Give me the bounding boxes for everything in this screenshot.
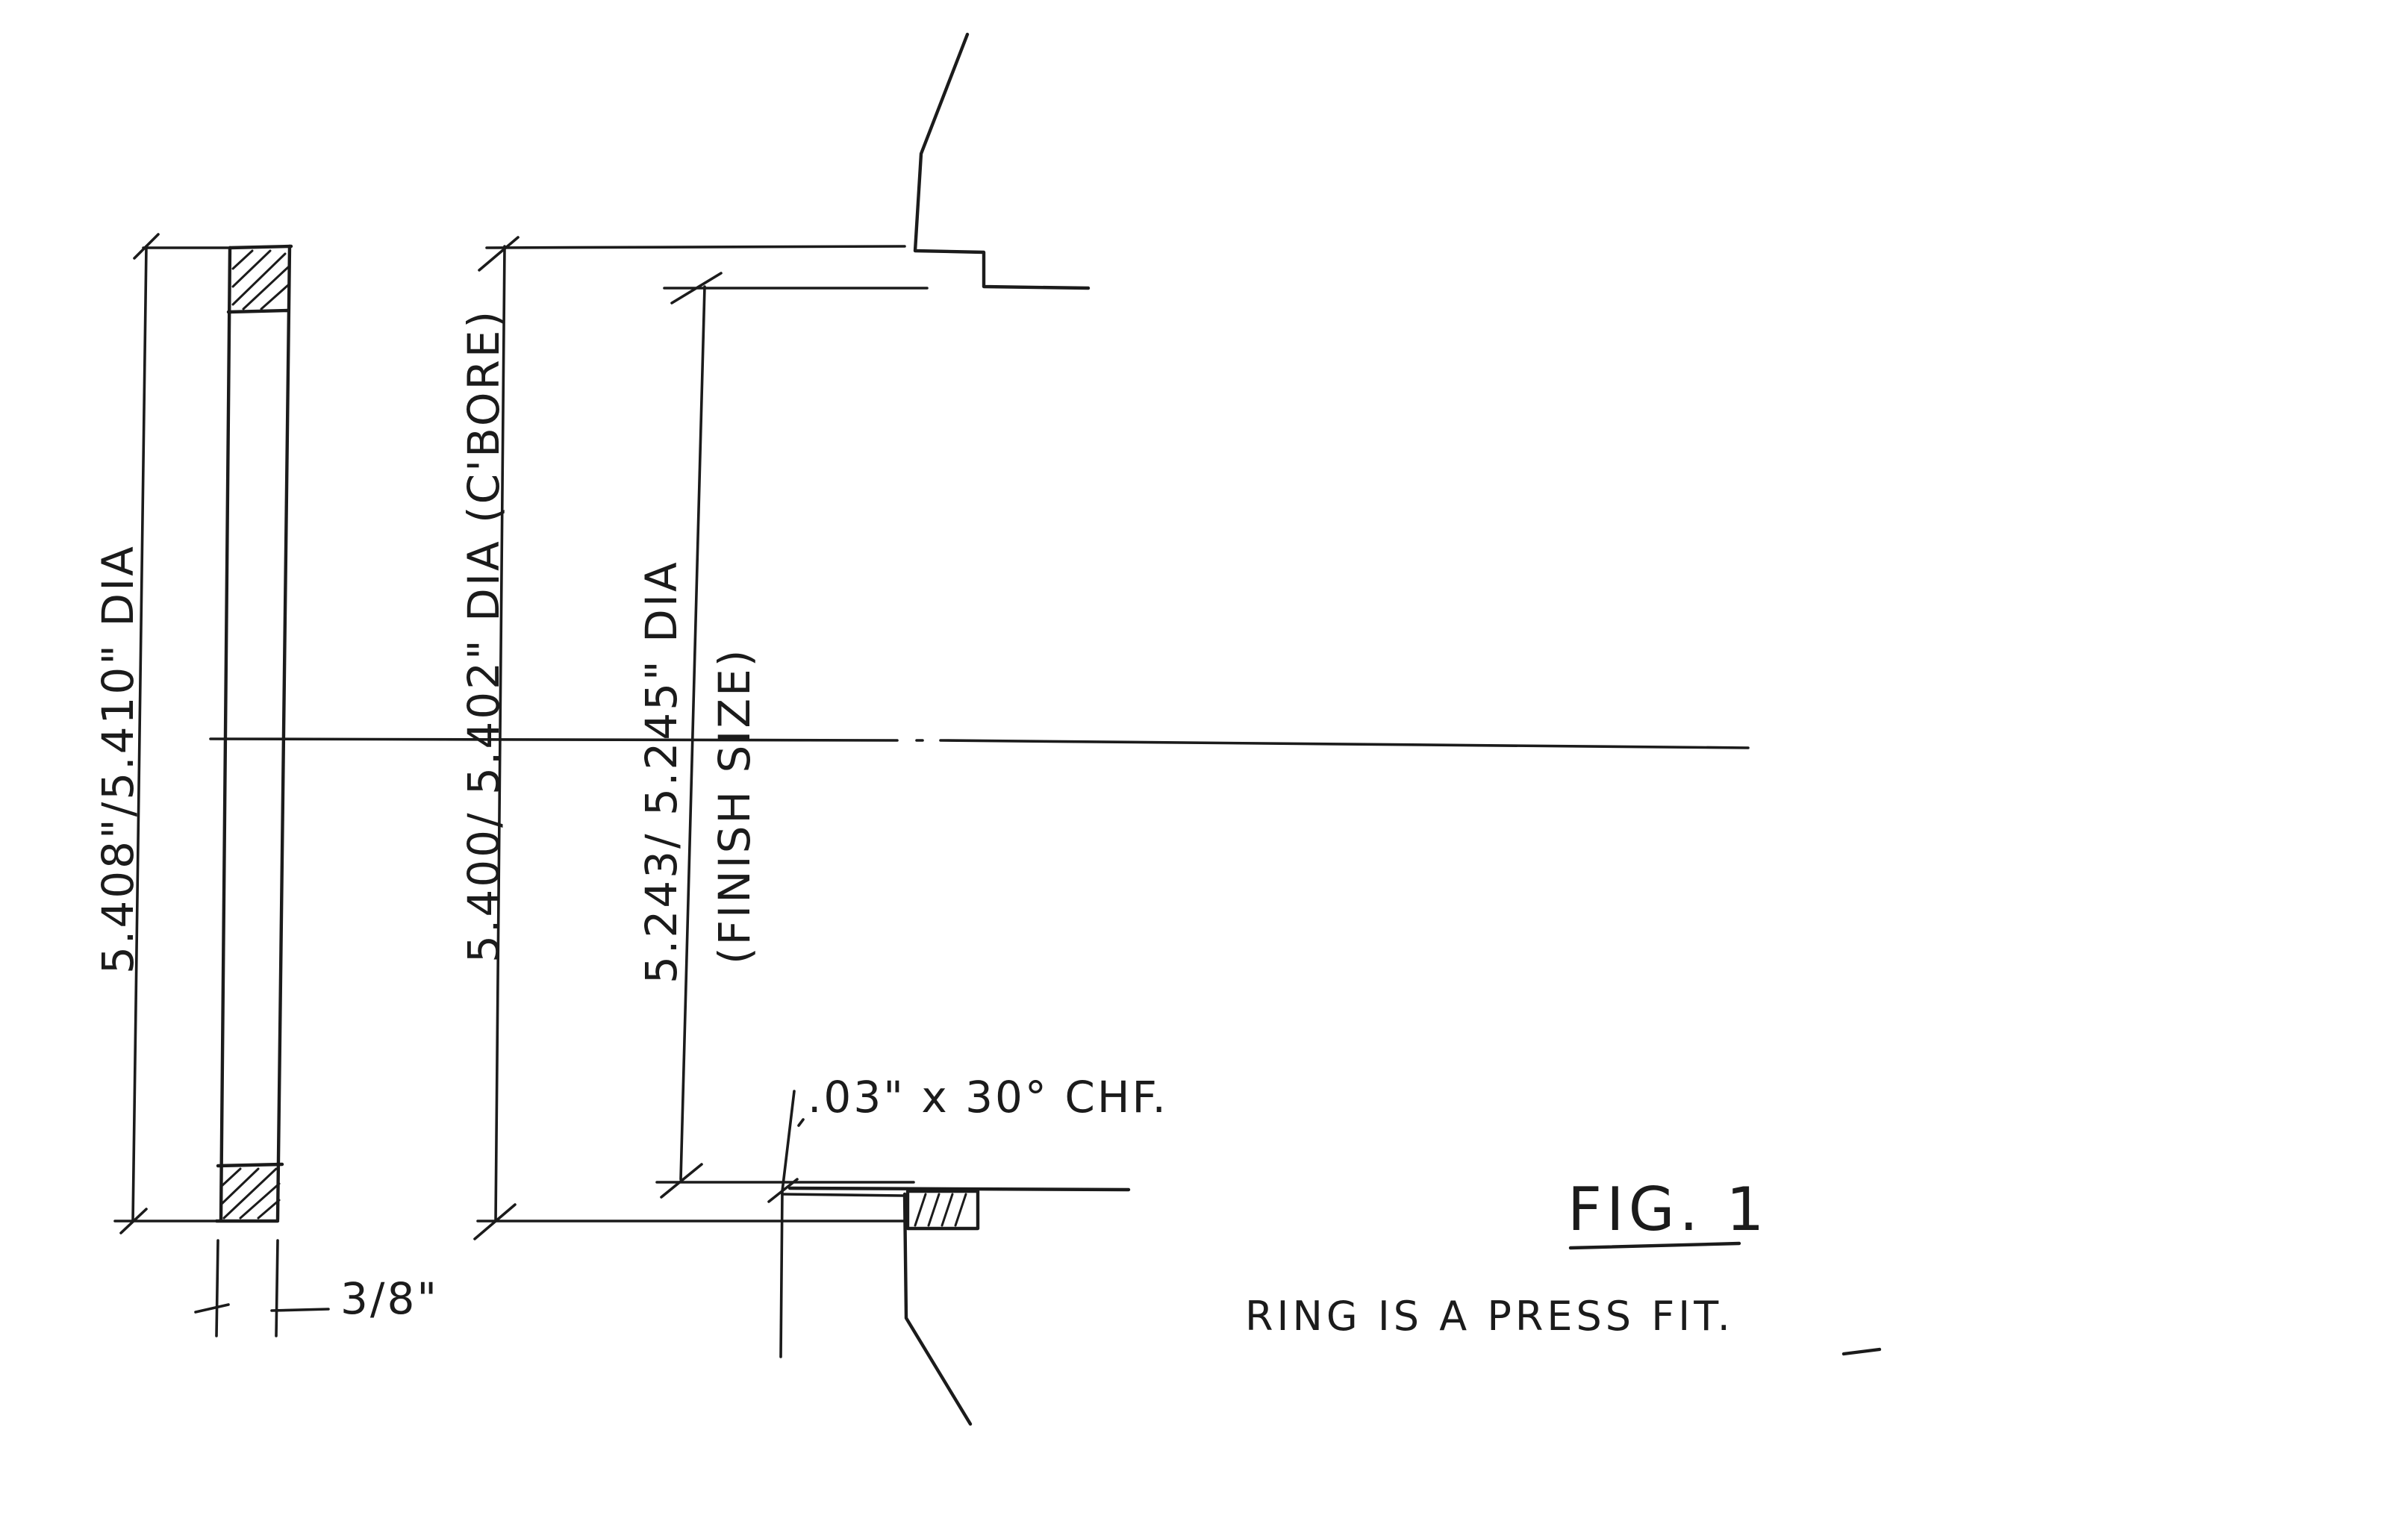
housing-bottom-hatch [914, 1193, 967, 1227]
ring-outline-right [275, 244, 292, 1222]
ring-bottom-hatch [219, 1167, 281, 1220]
cbore-label: 5.400/ 5.402" DIA (C'BORE) [458, 309, 509, 963]
ring-width-label: 3/8" [340, 1273, 439, 1324]
note-underline-mark [1841, 1347, 1882, 1356]
ring-top-cap-line [226, 308, 290, 314]
figure-label: FIG. 1 [1568, 1175, 1768, 1244]
finish-label: 5.243/ 5.245" DIA [636, 560, 687, 984]
finish-dimension [655, 272, 929, 1199]
ring-width-dimension [194, 1239, 330, 1337]
ring-section [214, 244, 293, 1223]
ring-od-dimension [113, 233, 230, 1234]
cbore-dimension [473, 236, 908, 1240]
finish-note-label: (FINISH SIZE) [709, 648, 760, 964]
ring-bottom-cap-line [216, 1162, 284, 1168]
ring-top-hatch [231, 249, 290, 310]
housing-top [913, 32, 1091, 290]
press-fit-note: RING IS A PRESS FIT. [1245, 1293, 1734, 1340]
figure-label-underline [1568, 1241, 1741, 1250]
ring-od-label: 5.408"/5.410" DIA [93, 544, 143, 974]
chamfer-dimension [767, 1090, 905, 1358]
centerline [209, 737, 1750, 749]
ring-top-edge [228, 244, 293, 250]
chamfer-label: .03" x 30° CHF. [808, 1072, 1168, 1123]
ring-outline-left [219, 246, 232, 1222]
housing-bottom [787, 1186, 1131, 1426]
